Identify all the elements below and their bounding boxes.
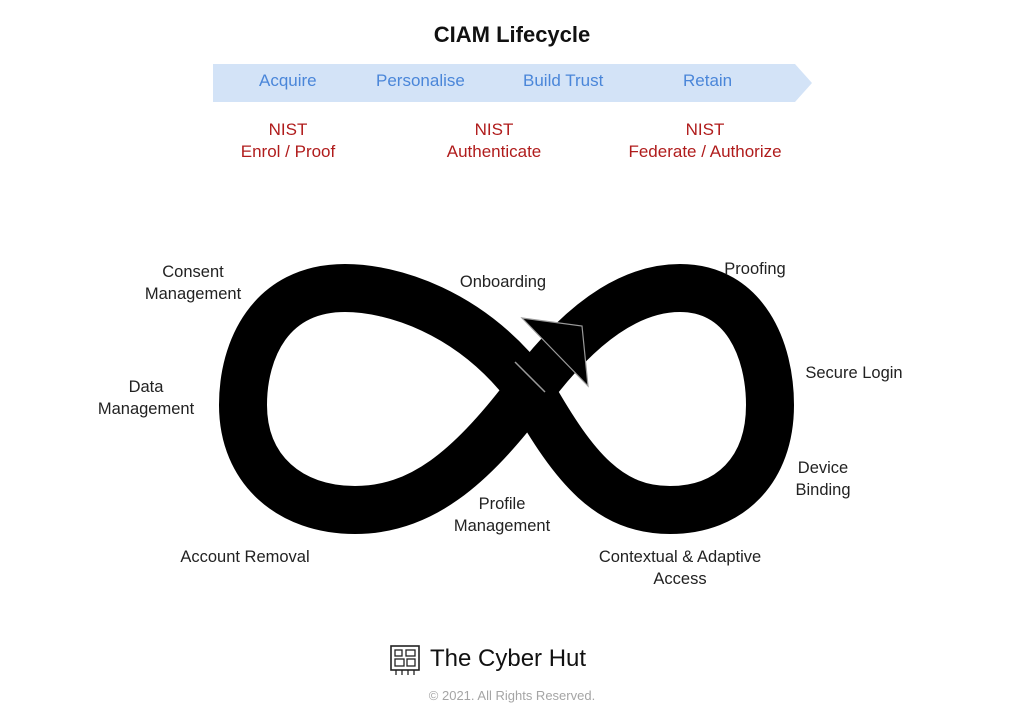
crossing-divider	[514, 361, 546, 393]
nist-authenticate: NIST Authenticate	[424, 119, 564, 163]
infinity-loop	[219, 264, 794, 534]
nist-detail: Authenticate	[446, 142, 542, 161]
label-profile-management: Profile Management	[442, 493, 562, 537]
label-line: Contextual & Adaptive	[598, 548, 762, 566]
label-device-binding: Device Binding	[780, 457, 866, 501]
label-data-management: Data Management	[86, 376, 206, 420]
nist-federate-authorize: NIST Federate / Authorize	[610, 119, 800, 163]
label-contextual-adaptive-access: Contextual & Adaptive Access	[582, 546, 778, 590]
stage-build-trust: Build Trust	[523, 71, 604, 90]
label-proofing: Proofing	[724, 260, 786, 278]
brand-name: The Cyber Hut	[430, 645, 587, 672]
copyright-text: © 2021. All Rights Reserved.	[428, 688, 596, 703]
nist-detail: Federate / Authorize	[628, 142, 782, 161]
label-line: Device	[797, 459, 849, 477]
diagram-title: CIAM Lifecycle	[433, 22, 591, 47]
label-line: Consent	[162, 263, 224, 281]
label-line: Management	[97, 400, 195, 418]
label-line: Profile	[478, 495, 526, 513]
nist-enrol-proof: NIST Enrol / Proof	[218, 119, 358, 163]
circuit-board-icon	[390, 645, 420, 675]
nist-detail: Enrol / Proof	[240, 142, 336, 161]
label-line: Binding	[795, 481, 851, 499]
label-line: Data	[128, 378, 164, 396]
nist-heading: NIST	[685, 120, 725, 139]
label-line: Management	[144, 285, 242, 303]
label-account-removal: Account Removal	[180, 548, 310, 566]
label-onboarding: Onboarding	[459, 273, 547, 291]
nist-heading: NIST	[474, 120, 514, 139]
label-line: Access	[653, 570, 707, 588]
label-consent-management: Consent Management	[128, 261, 258, 305]
stage-retain: Retain	[683, 71, 733, 90]
nist-heading: NIST	[268, 120, 308, 139]
stage-personalise: Personalise	[376, 71, 465, 90]
label-line: Management	[453, 517, 551, 535]
direction-arrowhead	[520, 317, 589, 388]
label-secure-login: Secure Login	[805, 364, 903, 382]
stage-acquire: Acquire	[259, 71, 317, 90]
stage-banner-arrow	[213, 64, 812, 102]
